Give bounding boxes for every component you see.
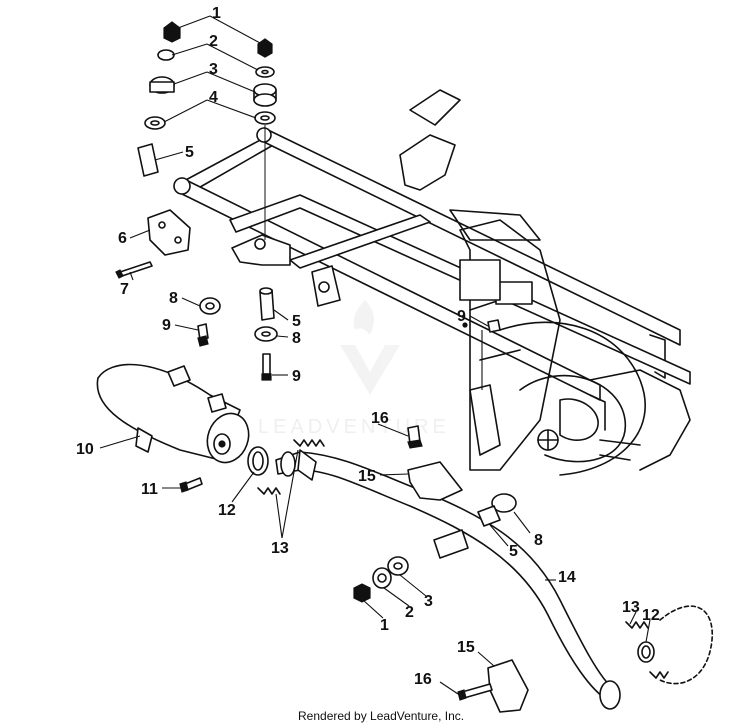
callout-16: 16 (371, 410, 389, 427)
callout-2-lower: 2 (405, 604, 414, 621)
callout-10: 10 (76, 441, 94, 458)
callout-1: 1 (212, 5, 221, 22)
bracket-15-upper (407, 425, 463, 501)
callout-5-pipe: 5 (509, 543, 518, 560)
springs-13 (257, 439, 325, 495)
callout-12-lower: 12 (642, 607, 660, 624)
bracket-15-lower (457, 659, 529, 713)
spacer-pipe-mount (433, 493, 517, 559)
callout-12: 12 (218, 502, 236, 519)
callout-8: 8 (169, 290, 178, 307)
head-pipe-14 (275, 449, 621, 710)
callout-13: 13 (271, 540, 289, 557)
exhaust-port (625, 605, 713, 685)
callout-2: 2 (209, 33, 218, 50)
callout-15: 15 (358, 468, 376, 485)
spacer-8-left (197, 297, 221, 347)
vehicle-frame (173, 89, 691, 476)
callout-7: 7 (120, 281, 129, 298)
bolt-9-right (481, 319, 501, 390)
gasket-12 (247, 446, 269, 476)
callout-5: 5 (185, 144, 194, 161)
bolt-11 (179, 477, 203, 493)
center-mount-hardware (254, 287, 278, 381)
callout-15-lower: 15 (457, 639, 475, 656)
muffler-10 (96, 363, 250, 464)
watermark-text: LEADVENTURE (258, 416, 450, 438)
callout-16-lower: 16 (414, 671, 432, 688)
callout-14: 14 (558, 569, 576, 586)
callout-1-lower: 1 (380, 617, 389, 634)
callout-9-center: 9 (292, 368, 301, 385)
callout-11: 11 (141, 481, 158, 498)
callout-3-lower: 3 (424, 593, 433, 610)
callout-5-center: 5 (292, 313, 301, 330)
callout-3: 3 (209, 61, 218, 78)
callout-8-pipe: 8 (534, 532, 543, 549)
bolt-7 (115, 261, 153, 279)
bracket-6 (147, 209, 191, 256)
leadventure-watermark-logo: LEADVENTURE (258, 300, 450, 438)
callout-6: 6 (118, 230, 127, 247)
footer-credit: Rendered by LeadVenture, Inc. (298, 709, 464, 723)
callout-13-lower: 13 (622, 599, 640, 616)
leader-lines (99, 15, 651, 695)
callout-labels: 1 2 3 4 5 6 7 8 9 5 8 9 9 10 11 12 13 16… (76, 5, 660, 688)
callout-9: 9 (162, 317, 171, 334)
left-mount-stack (137, 21, 181, 177)
lower-hardware (353, 556, 409, 603)
callout-9-right: 9 (457, 308, 466, 325)
callout-8-center: 8 (292, 330, 301, 347)
callout-4: 4 (209, 89, 218, 106)
